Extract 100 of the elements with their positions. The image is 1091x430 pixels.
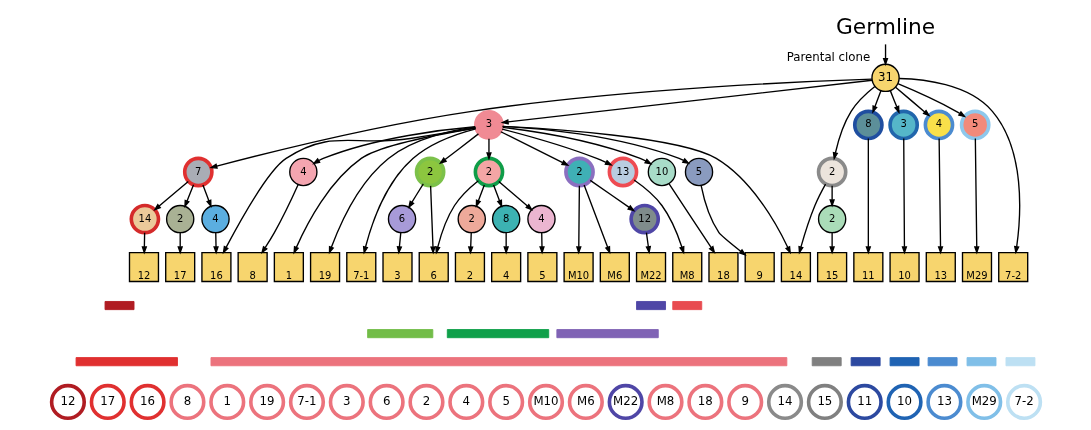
arrow bbox=[632, 179, 684, 255]
node-circle: 17 bbox=[89, 383, 126, 421]
arrow bbox=[311, 126, 476, 165]
node-bar bbox=[555, 329, 659, 339]
node-box: 12 bbox=[128, 251, 159, 283]
arrow bbox=[208, 78, 873, 169]
node-box: 13 bbox=[925, 251, 956, 283]
node-circle: 2 bbox=[457, 204, 486, 234]
node-bar bbox=[966, 357, 996, 367]
node-circle: 2 bbox=[473, 156, 504, 188]
arrow bbox=[896, 83, 966, 118]
arrow bbox=[937, 137, 943, 255]
node-circle: 8 bbox=[852, 109, 884, 141]
node-circle: 31 bbox=[870, 63, 900, 93]
node-circle: 13 bbox=[607, 156, 638, 188]
node-circle: 7-1 bbox=[288, 383, 325, 421]
arrow bbox=[973, 137, 980, 255]
arrow bbox=[362, 128, 476, 255]
arrow bbox=[828, 185, 835, 208]
node-circle: 16 bbox=[129, 383, 166, 421]
node-circle: 8 bbox=[168, 383, 206, 421]
arrow bbox=[667, 182, 715, 254]
arrow bbox=[575, 185, 582, 255]
node-circle: 5 bbox=[487, 383, 524, 421]
arrow bbox=[828, 232, 835, 255]
node-circle: 11 bbox=[846, 383, 883, 421]
node-box: M8 bbox=[671, 251, 702, 283]
node-box: 14 bbox=[780, 251, 811, 283]
arrow bbox=[407, 183, 424, 209]
node-circle: 7 bbox=[182, 156, 214, 188]
node-circle: 4 bbox=[288, 157, 318, 187]
node-box: 8 bbox=[236, 251, 268, 283]
node-circle: 1 bbox=[208, 383, 245, 421]
node-circle: 8 bbox=[491, 204, 520, 234]
arrow bbox=[212, 232, 219, 255]
arrow bbox=[467, 232, 474, 255]
node-box: 19 bbox=[309, 251, 340, 283]
arrow bbox=[644, 231, 651, 255]
arrow bbox=[497, 180, 533, 212]
node-bar bbox=[446, 329, 549, 339]
node-circle: 5 bbox=[684, 157, 713, 187]
node-box: 3 bbox=[381, 251, 413, 283]
node-box: 15 bbox=[816, 251, 847, 283]
node-circle: 10 bbox=[885, 383, 923, 421]
arrow bbox=[501, 125, 690, 165]
node-circle: 2 bbox=[816, 156, 847, 188]
node-circle: 6 bbox=[387, 204, 416, 234]
arrow bbox=[222, 127, 476, 255]
node-bar bbox=[635, 301, 666, 311]
arrow bbox=[434, 180, 479, 255]
node-box: M29 bbox=[961, 251, 992, 283]
node-box: 7-2 bbox=[997, 251, 1028, 283]
arrow bbox=[292, 127, 476, 255]
node-box: M10 bbox=[562, 251, 594, 283]
arrow bbox=[589, 179, 635, 212]
arrow bbox=[429, 185, 436, 255]
arrow bbox=[582, 184, 610, 255]
arrow bbox=[894, 86, 931, 117]
node-circle: 9 bbox=[726, 383, 763, 421]
arrow bbox=[328, 126, 476, 255]
arrow bbox=[501, 126, 653, 165]
arrow bbox=[898, 77, 1020, 255]
arrow bbox=[901, 137, 907, 255]
node-circle: 19 bbox=[248, 383, 285, 421]
arrow bbox=[485, 138, 492, 161]
node-box: 9 bbox=[744, 251, 775, 283]
node-label: Parental clone bbox=[786, 49, 870, 64]
arrow bbox=[499, 131, 569, 167]
arrow bbox=[865, 137, 871, 255]
node-bar bbox=[671, 301, 702, 311]
node-box: 6 bbox=[418, 251, 449, 283]
node-bar bbox=[210, 357, 787, 367]
arrow bbox=[538, 232, 545, 255]
node-box: 17 bbox=[164, 251, 195, 283]
node-bar bbox=[889, 357, 919, 367]
node-circle: 10 bbox=[647, 157, 676, 187]
node-circle: M6 bbox=[567, 383, 604, 421]
node-bar bbox=[811, 357, 842, 367]
arrow bbox=[201, 184, 212, 208]
node-box: 7-1 bbox=[345, 251, 376, 283]
node-circle: 2 bbox=[817, 204, 846, 234]
node-circle: 15 bbox=[806, 383, 843, 421]
node-circle: M29 bbox=[965, 383, 1002, 421]
node-circle: 7-2 bbox=[1005, 383, 1042, 421]
node-circle: 4 bbox=[447, 383, 484, 421]
node-circle: 4 bbox=[200, 204, 230, 234]
arrow bbox=[832, 85, 875, 161]
node-bar bbox=[850, 357, 881, 367]
arrow bbox=[492, 184, 502, 208]
node-text: Germline bbox=[835, 13, 935, 39]
arrow bbox=[183, 184, 194, 209]
node-box: 18 bbox=[707, 251, 739, 283]
arrow bbox=[501, 125, 791, 255]
node-circle: 3 bbox=[328, 383, 365, 421]
node-circle: 18 bbox=[686, 383, 723, 421]
node-box: 16 bbox=[200, 251, 232, 283]
arrow bbox=[500, 128, 613, 166]
node-circle: 14 bbox=[766, 383, 803, 421]
node-circle: 13 bbox=[925, 383, 962, 421]
arrow bbox=[871, 90, 882, 114]
